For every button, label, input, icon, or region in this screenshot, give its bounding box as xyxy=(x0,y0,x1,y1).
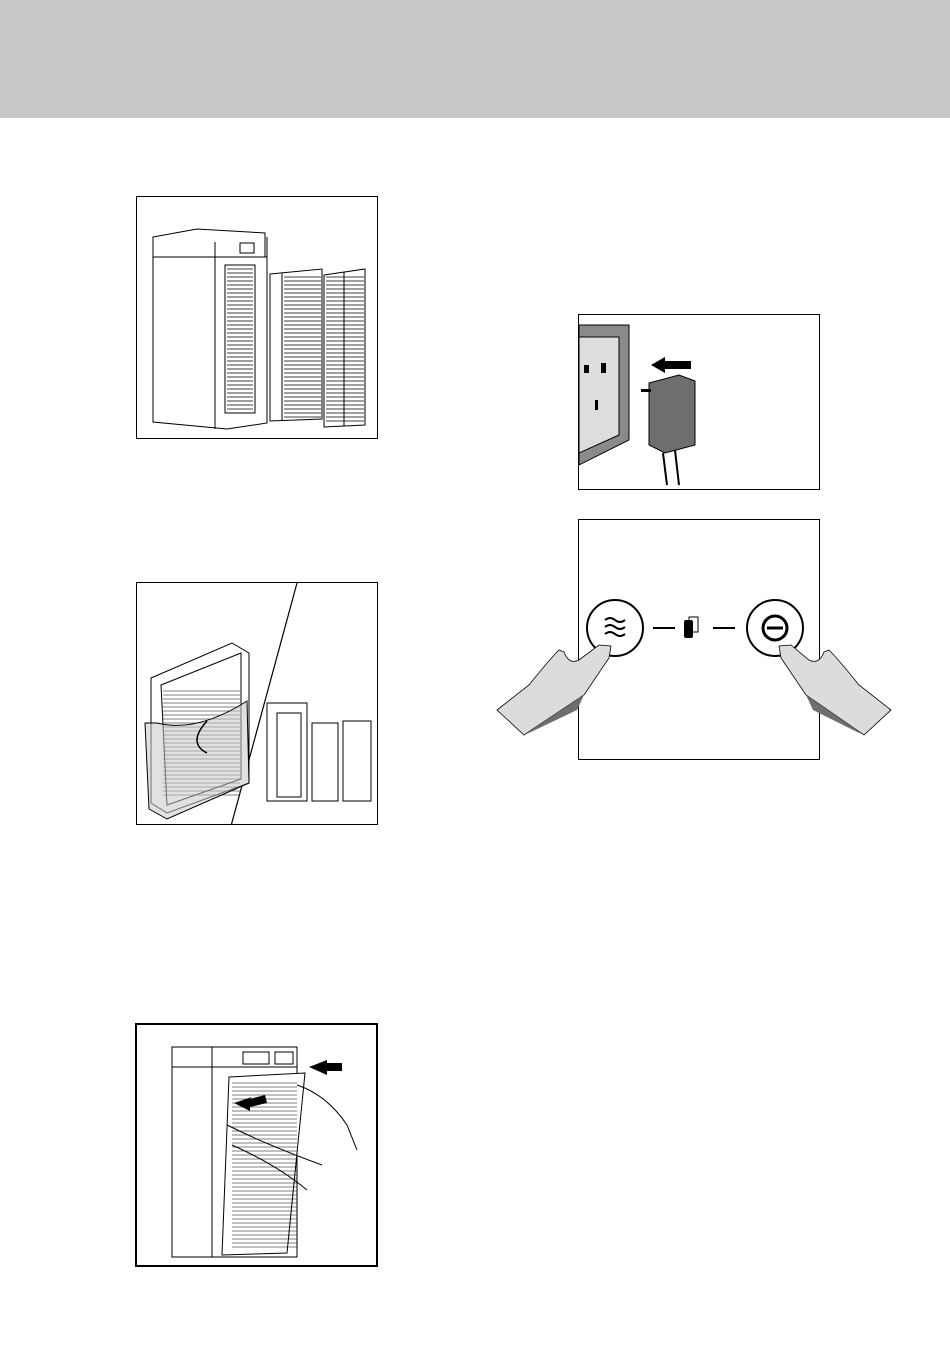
illustration-filter-in-bag xyxy=(136,582,378,825)
reset-button-icon xyxy=(746,599,804,657)
illustration-press-buttons-together xyxy=(496,519,892,760)
left-hand-icon xyxy=(496,644,612,736)
air-purifier-exploded-icon xyxy=(152,228,366,430)
insert-filter-arrow-icon xyxy=(171,1046,358,1258)
wind-button-icon xyxy=(586,599,644,657)
button-press-diagram xyxy=(496,599,892,736)
power-plug-icon xyxy=(579,324,696,486)
page-header-band xyxy=(0,0,950,118)
right-hand-icon xyxy=(778,644,892,736)
simultaneous-press-icon xyxy=(684,616,699,638)
illustration-plug-into-socket xyxy=(578,314,820,490)
filter-bag-icon xyxy=(144,583,372,824)
illustration-insert-filter xyxy=(135,1023,378,1267)
illustration-purifier-filters-removed xyxy=(136,196,378,439)
